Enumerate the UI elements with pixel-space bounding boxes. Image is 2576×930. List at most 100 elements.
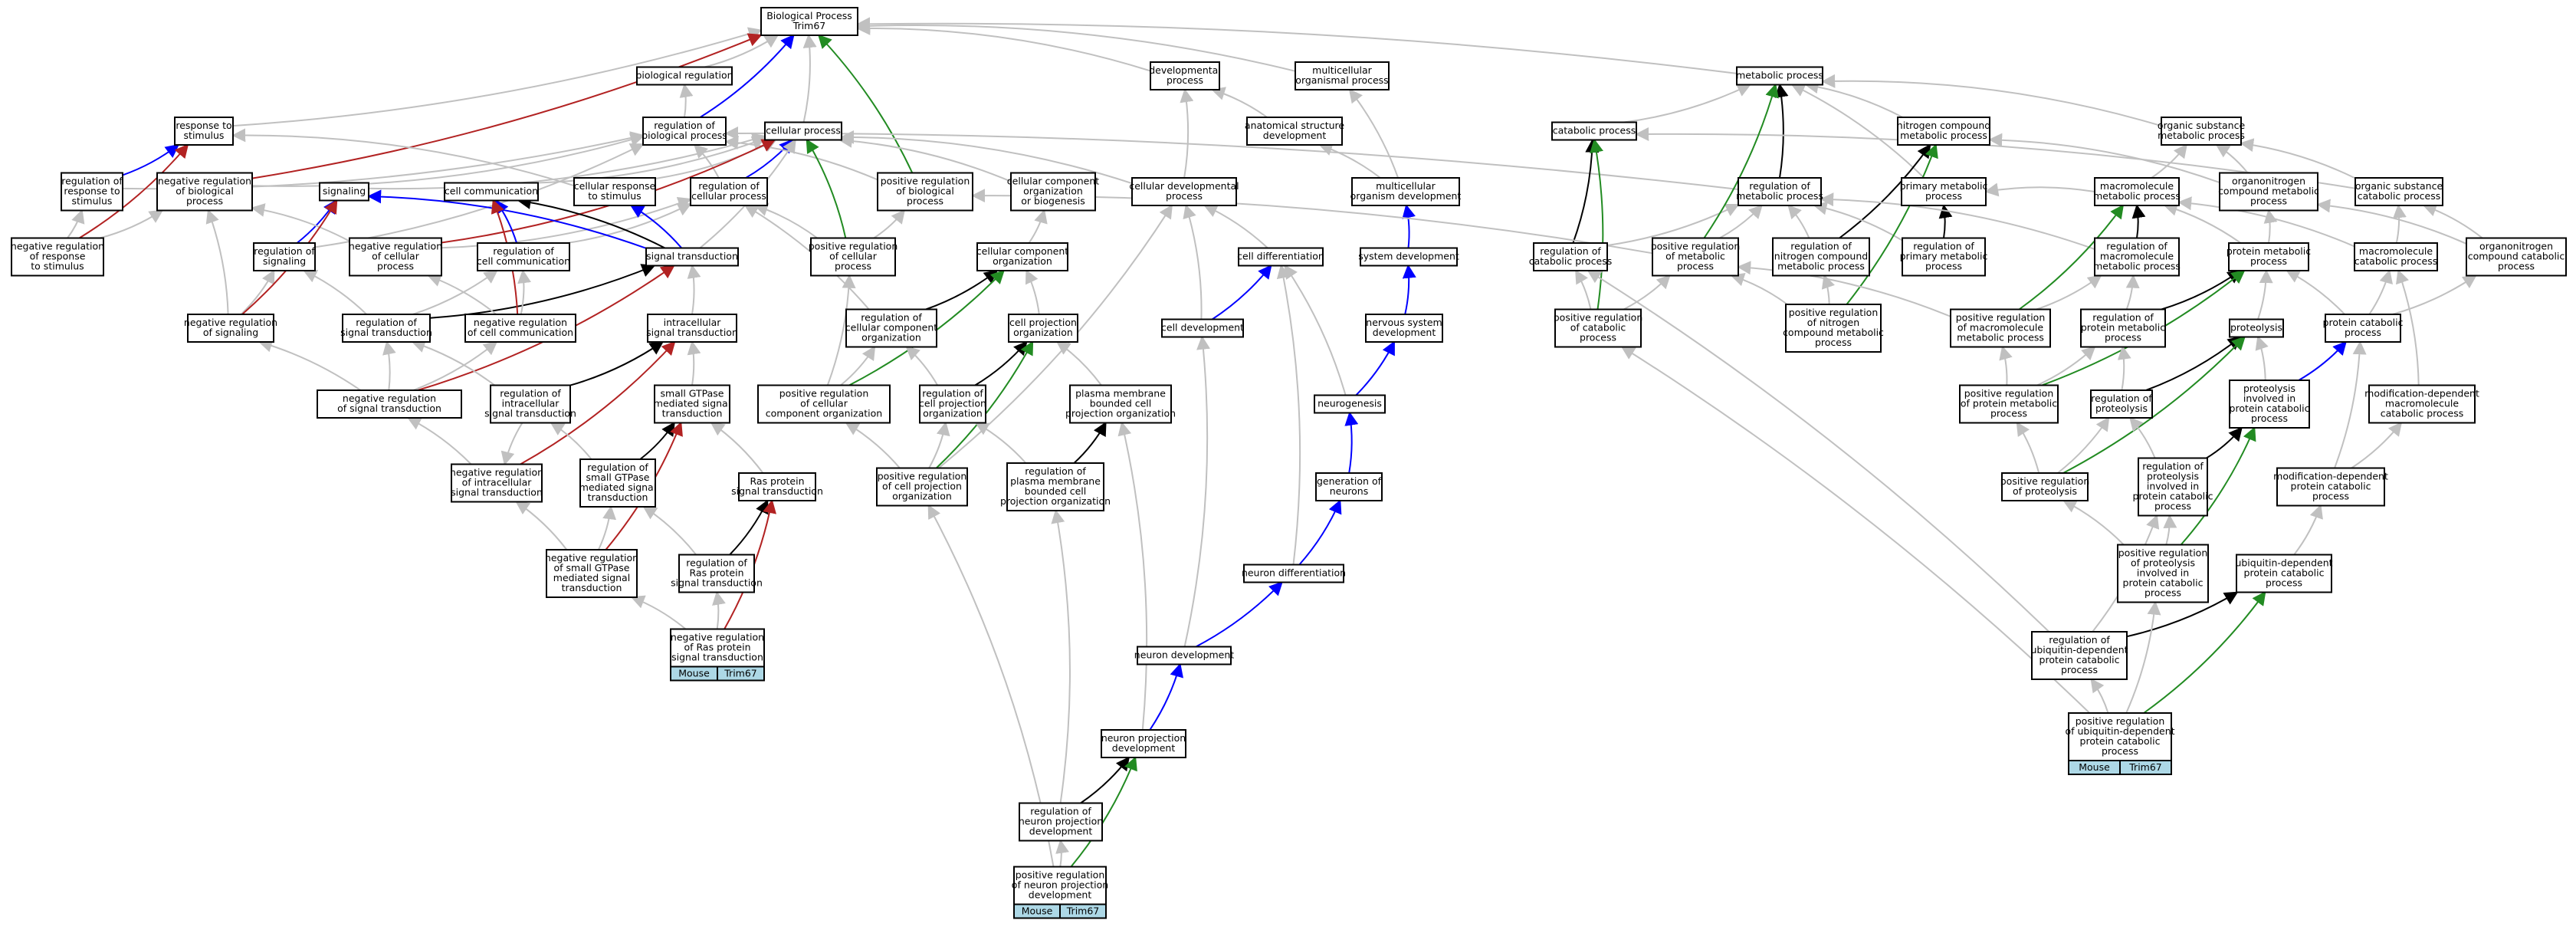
go-term-node-st[interactable]: signal transduction <box>645 247 739 267</box>
go-term-node-proteol[interactable]: proteolysis <box>2229 318 2284 338</box>
node-box <box>2236 554 2332 593</box>
edge-is-a <box>1730 273 1788 305</box>
go-term-node-breg[interactable]: biological regulation <box>635 66 733 86</box>
go-term-node-ndiff[interactable]: neuron differentiation <box>1242 564 1346 583</box>
go-term-node-sig[interactable]: signaling <box>319 182 369 202</box>
node-box <box>61 172 123 212</box>
go-term-node-sysdev[interactable]: system development <box>1358 247 1459 267</box>
go-term-node-ndev[interactable]: neuron development <box>1134 646 1235 665</box>
edge-line <box>1999 345 2013 386</box>
edge-negatively-regulates <box>520 340 676 465</box>
go-term-node-catp[interactable]: catabolic process <box>1551 121 1637 141</box>
go-term-node-cc[interactable]: cell communication <box>444 182 539 202</box>
go-term-node-rudpcp[interactable]: regulation ofubiquitin-dependentprotein … <box>2030 631 2128 680</box>
go-term-node-neurog[interactable]: neurogenesis <box>1314 394 1386 414</box>
go-term-node-mdmcp[interactable]: modification-dependentmacromoleculecatab… <box>2364 384 2479 424</box>
node-box <box>2354 177 2443 206</box>
go-term-node-cp[interactable]: cellular process <box>764 121 842 141</box>
edge-line <box>67 209 85 239</box>
edge-part-of <box>2145 336 2243 391</box>
node-label-line: protein catabolic <box>2244 567 2325 579</box>
edge-line <box>639 422 675 460</box>
go-term-node-cdiff[interactable]: cell differentiation <box>1237 247 1324 267</box>
go-term-node-mp[interactable]: metabolic process <box>1736 66 1823 86</box>
go-term-node-celldev[interactable]: cell development <box>1161 318 1244 338</box>
